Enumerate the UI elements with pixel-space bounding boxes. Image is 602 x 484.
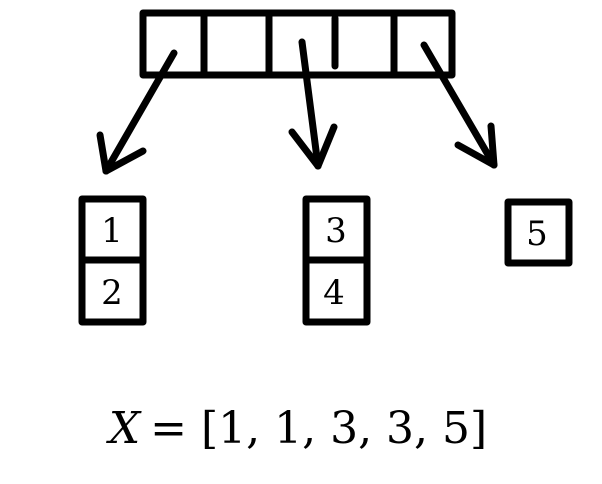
bucket-2-cell-2 <box>302 256 371 326</box>
arrow-to-bucket-2 <box>288 38 338 170</box>
equation-lhs: X <box>106 403 142 454</box>
bucket-3-cell-1 <box>504 198 573 267</box>
equation: X= [1, 1, 3, 3, 5] <box>106 403 487 454</box>
equation-rhs: = [1, 1, 3, 3, 5] <box>150 403 487 454</box>
arrow-to-bucket-1 <box>96 49 178 175</box>
bucket-1-item-2: 2 <box>101 273 123 313</box>
arrow-to-bucket-3 <box>420 41 498 169</box>
bucket-2-item-1: 3 <box>325 211 347 251</box>
array-outline <box>139 9 456 79</box>
bucket-2-item-2: 4 <box>323 273 345 313</box>
bucket-1-item-1: 1 <box>101 211 123 251</box>
bucket-1-cell-2 <box>78 256 147 326</box>
bucket-3-item-1: 5 <box>526 214 548 254</box>
